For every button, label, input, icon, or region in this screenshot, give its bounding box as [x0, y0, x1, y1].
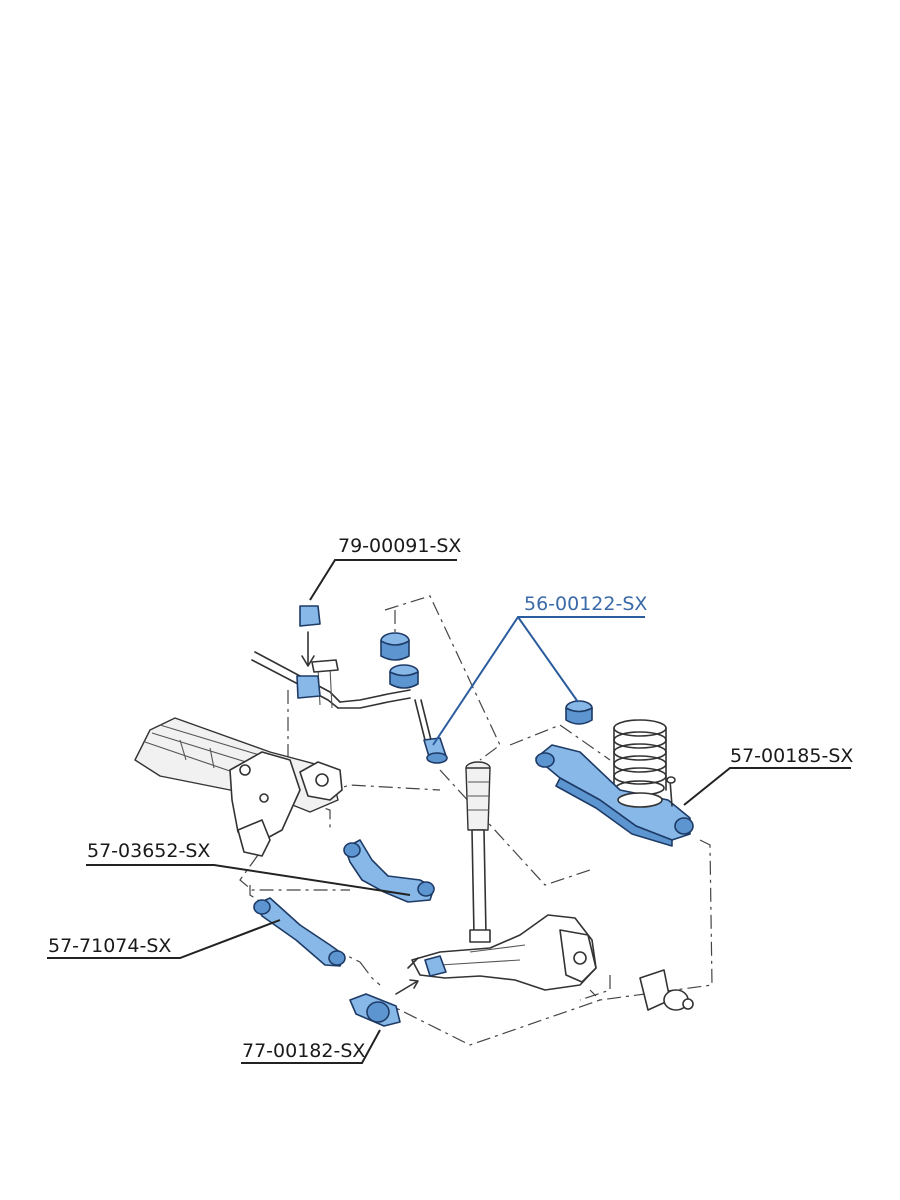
label-57-03652-sx: 57-03652-SX — [87, 840, 210, 862]
part-labels: 79-00091-SX 56-00122-SX 57-00185-SX 57-0… — [48, 535, 853, 1062]
leader-lines — [47, 559, 851, 1064]
upper-camber-arm-part — [343, 839, 435, 903]
label-56-00122-sx: 56-00122-SX — [524, 593, 647, 615]
label-79-00091-sx: 79-00091-SX — [338, 535, 461, 557]
label-57-71074-sx: 57-71074-SX — [48, 935, 171, 957]
rear-knuckle — [407, 914, 597, 991]
label-77-00182-sx: 77-00182-SX — [242, 1040, 365, 1062]
coil-spring — [613, 719, 667, 796]
sway-bar-bushing-part — [299, 605, 321, 627]
lower-control-arm-part — [535, 700, 694, 847]
chassis-subframe — [134, 717, 343, 857]
sway-bar-assembly — [251, 605, 411, 709]
trailing-link-part — [253, 897, 346, 967]
knuckle-bushing-part — [349, 979, 419, 1027]
rear-shock — [465, 761, 491, 943]
wheel-spindle — [639, 969, 694, 1011]
label-57-00185-sx: 57-00185-SX — [730, 745, 853, 767]
shock-mount-stack — [380, 632, 448, 764]
